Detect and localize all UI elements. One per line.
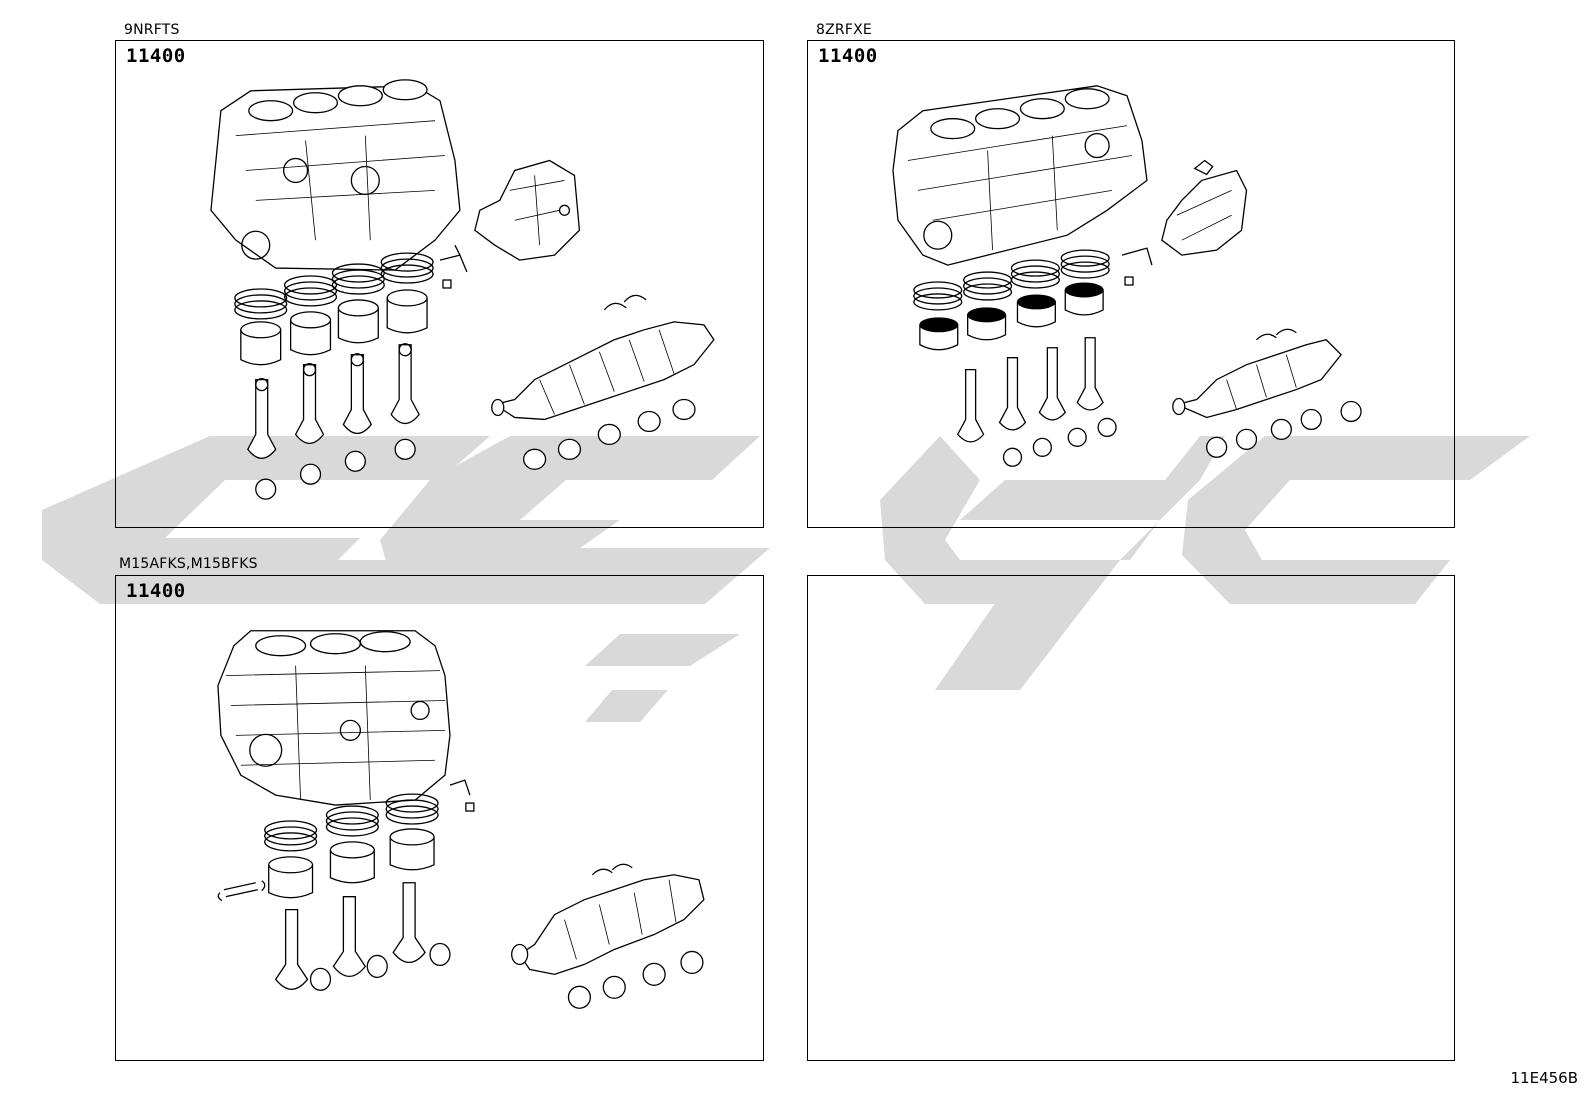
cylinder-block bbox=[217, 630, 451, 806]
pistons bbox=[240, 289, 428, 366]
oil-jet-bolt bbox=[1121, 247, 1153, 286]
piston-rings bbox=[913, 249, 1110, 311]
panel-1-part-code: 11400 bbox=[126, 45, 186, 67]
panel-3-caption: M15AFKS,M15BFKS bbox=[119, 556, 258, 572]
main-bearings bbox=[1206, 400, 1362, 458]
piston-pin bbox=[217, 880, 266, 902]
watermark-shape-2 bbox=[380, 436, 770, 604]
cylinder-block bbox=[210, 79, 461, 271]
piston-rings bbox=[234, 252, 434, 320]
panel-3: 11400 bbox=[115, 575, 764, 1061]
connecting-rods bbox=[956, 337, 1104, 443]
engine-block-assembly-drawing-1 bbox=[210, 79, 715, 500]
timing-cover bbox=[474, 159, 581, 261]
cylinder-block bbox=[892, 85, 1148, 266]
timing-cover bbox=[1161, 159, 1248, 256]
document-code: 11E456B bbox=[1510, 1069, 1579, 1087]
watermark-shape-4 bbox=[585, 690, 668, 722]
watermark-shape-5 bbox=[935, 436, 1225, 690]
panel-4 bbox=[807, 575, 1455, 1061]
crankshaft bbox=[1172, 328, 1343, 419]
oil-jet-bolt bbox=[449, 779, 475, 812]
oil-jet-bolt bbox=[439, 244, 468, 289]
engine-block-assembly-drawing-2 bbox=[892, 85, 1362, 467]
watermark-shape-7 bbox=[1182, 436, 1530, 604]
engine-block-assembly-drawing-3 bbox=[217, 630, 705, 1009]
crankshaft bbox=[511, 863, 705, 976]
rod-bearings bbox=[309, 942, 451, 991]
panel-3-part-code: 11400 bbox=[126, 580, 186, 602]
connecting-rods bbox=[247, 343, 420, 459]
main-bearings bbox=[523, 398, 696, 470]
pistons bbox=[268, 828, 435, 899]
rod-bearings bbox=[1002, 417, 1117, 467]
main-bearings bbox=[567, 950, 704, 1009]
piston-rings bbox=[264, 793, 439, 852]
panel-2-caption: 8ZRFXE bbox=[816, 22, 872, 38]
panel-2: 11400 bbox=[807, 40, 1455, 528]
panel-1: 11400 bbox=[115, 40, 764, 528]
watermark-shape-3 bbox=[585, 634, 740, 666]
watermark-shape-6 bbox=[880, 436, 1040, 604]
panel-1-caption: 9NRFTS bbox=[124, 22, 180, 38]
rod-bearings bbox=[255, 438, 416, 500]
panel-2-part-code: 11400 bbox=[818, 45, 878, 67]
connecting-rods bbox=[274, 882, 426, 990]
pistons bbox=[919, 282, 1104, 351]
crankshaft bbox=[491, 294, 715, 421]
